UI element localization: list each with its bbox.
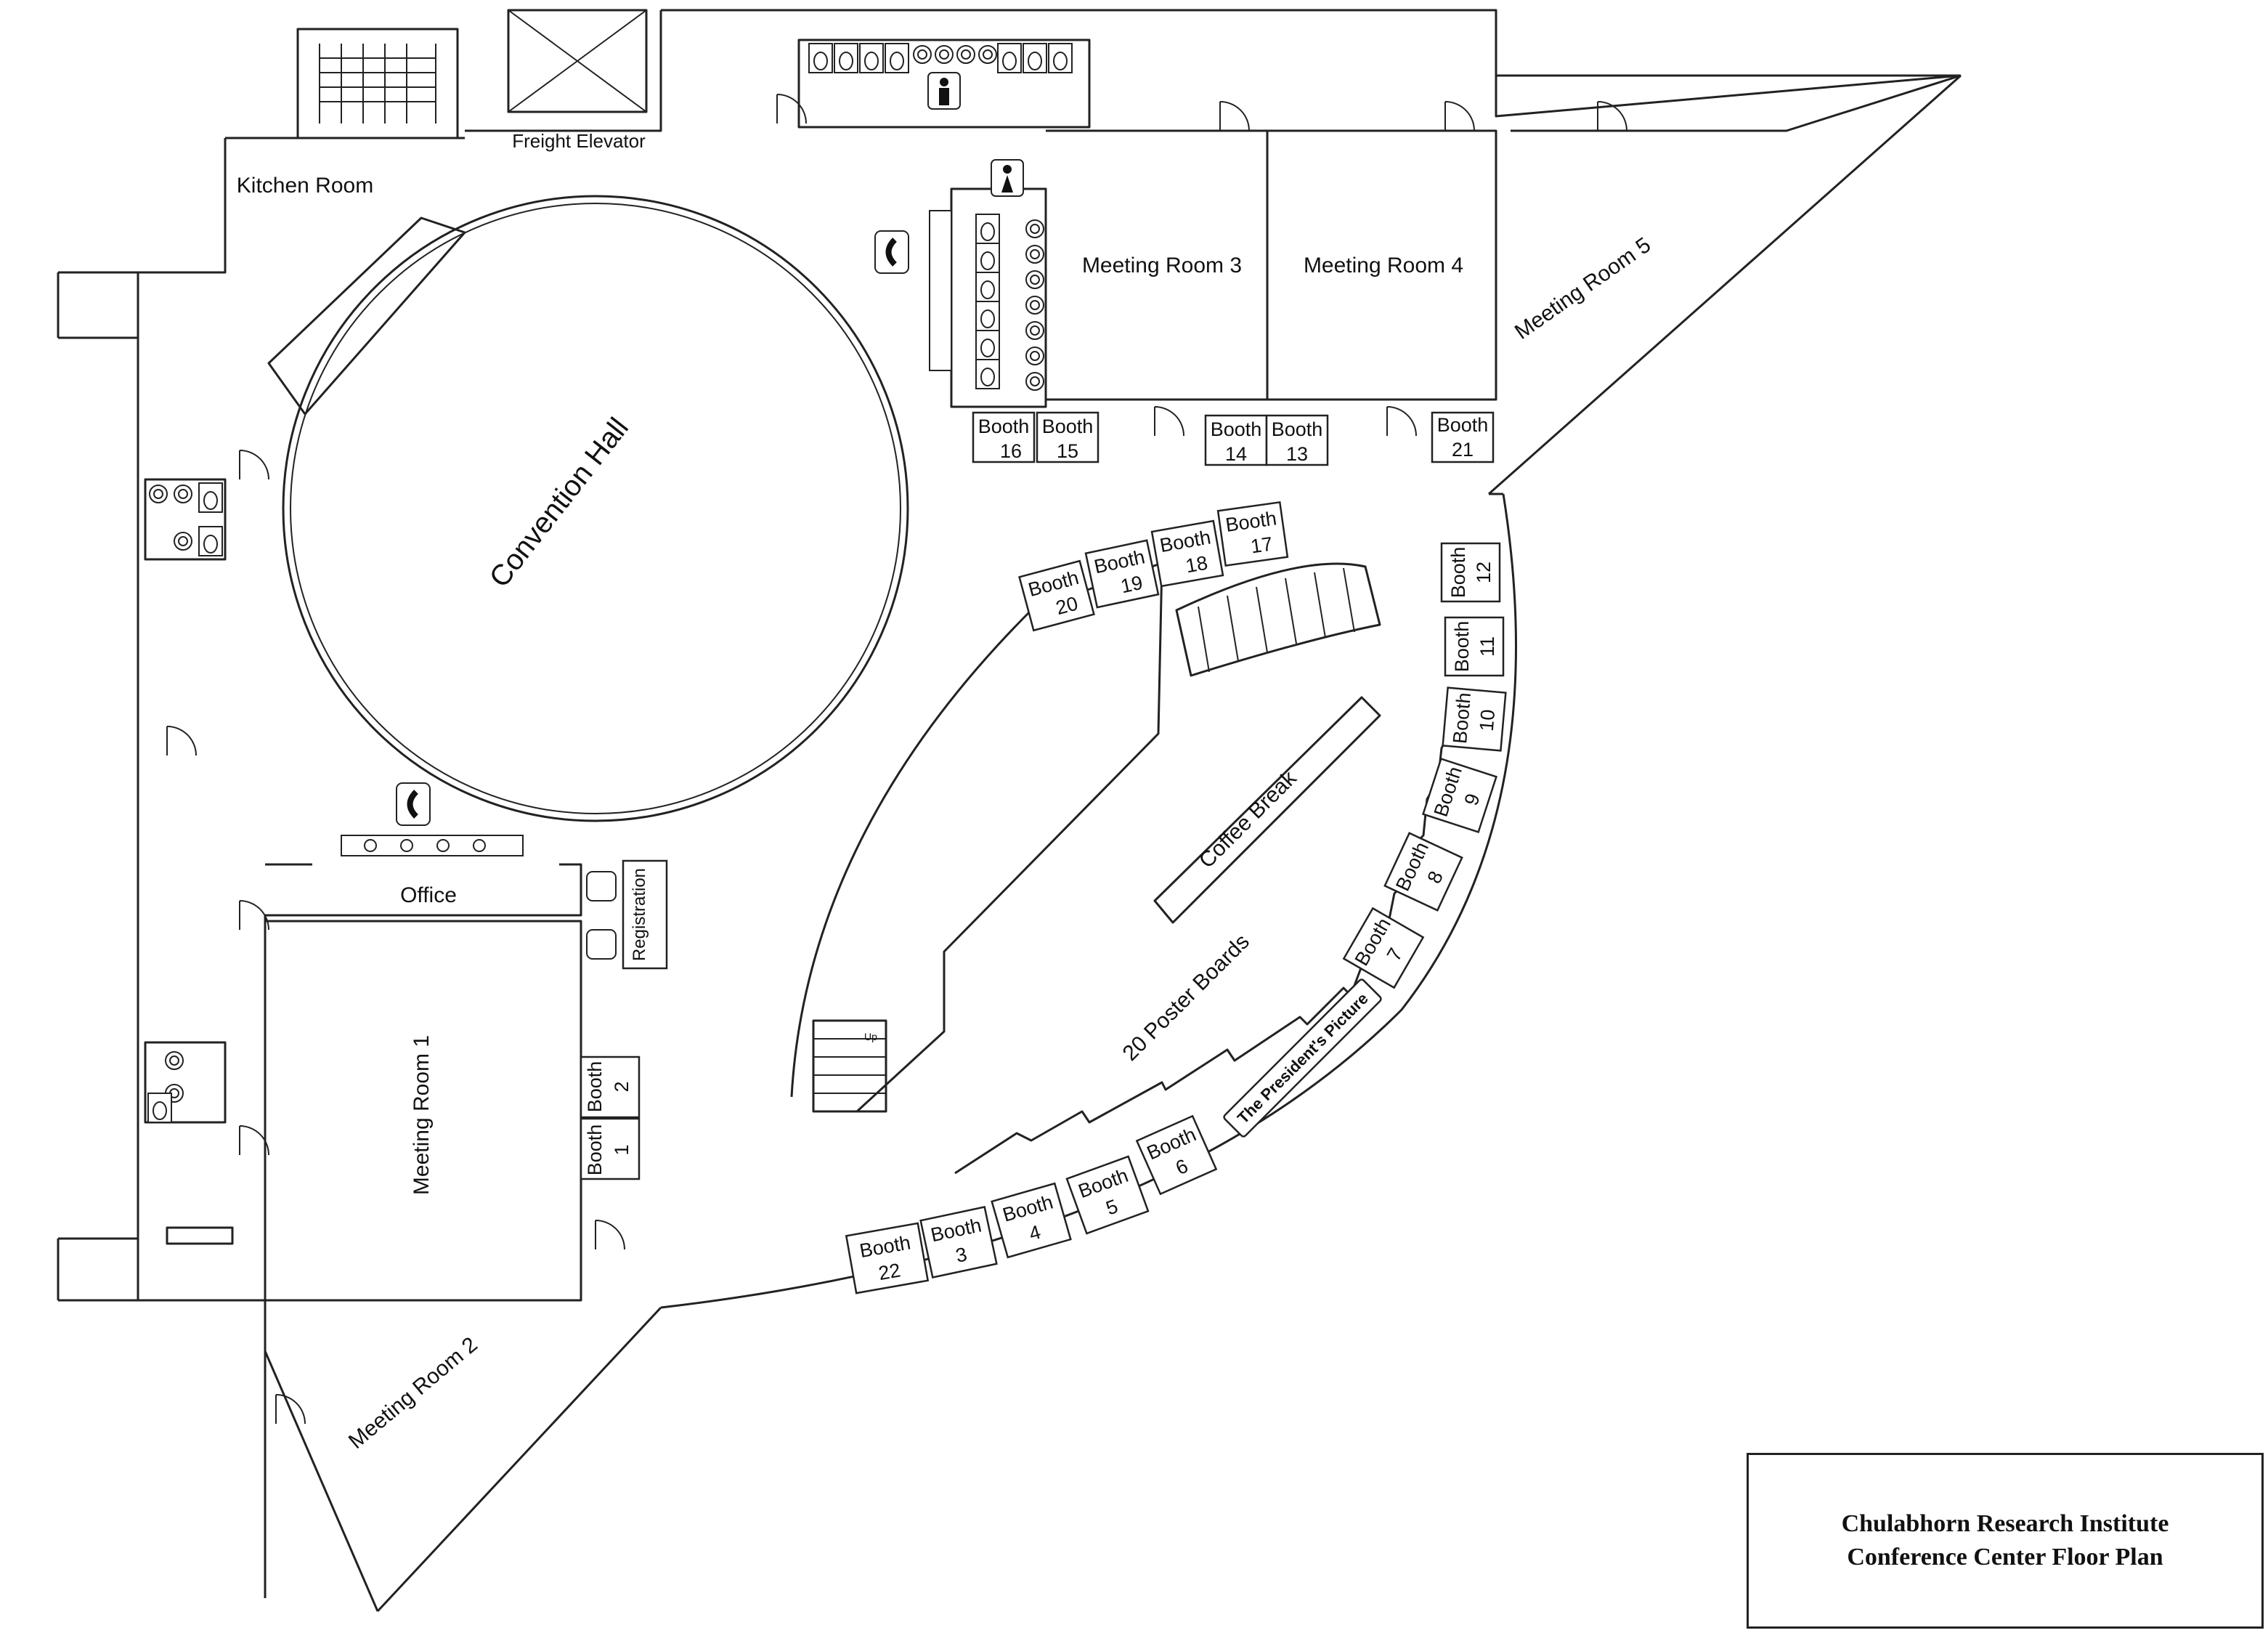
booth-label: Booth (1449, 692, 1475, 745)
booth-number: 3 (954, 1243, 969, 1266)
booth-16[interactable]: Booth 16 (972, 411, 1036, 463)
presidents-picture-label: The President's Picture (1234, 989, 1372, 1127)
meeting-room-1-label: Meeting Room 1 (410, 1035, 434, 1195)
booths: Booth 1 Booth 2 Booth 22 Booth 3 Booth 4 (580, 411, 1507, 1294)
booth-label: Booth (584, 1061, 606, 1113)
door-icon (166, 94, 1627, 1425)
west-restroom (144, 478, 234, 1245)
stairs-icon (319, 44, 436, 123)
booth-label: Booth (978, 416, 1030, 437)
booth-label: Booth (1042, 416, 1094, 437)
meeting-room-2-label: Meeting Room 2 (344, 1332, 482, 1454)
stairs-icon: Up (812, 562, 1381, 1113)
booth-number: 16 (1000, 440, 1022, 462)
meeting-room-4: Meeting Room 4 (1267, 129, 1497, 401)
booth-10[interactable]: Booth 10 (1442, 686, 1507, 752)
convention-hall-label: Convention Hall (483, 412, 635, 593)
booth-8[interactable]: Booth 8 (1383, 832, 1463, 912)
meeting-room-5-label: Meeting Room 5 (1511, 233, 1655, 344)
booth-2[interactable]: Booth 2 (580, 1055, 641, 1119)
booth-22[interactable]: Booth 22 (845, 1222, 930, 1294)
womens-restroom-icon (991, 159, 1024, 197)
toilet-icon (975, 214, 1000, 389)
booth-number: 19 (1119, 572, 1145, 598)
booth-17[interactable]: Booth 17 (1216, 501, 1289, 567)
booth-label: Booth (1272, 418, 1323, 440)
office: Office (264, 863, 582, 1300)
booth-number: 13 (1286, 443, 1308, 465)
registration-label: Registration (630, 868, 649, 961)
coffee-break: Coffee Break (1153, 696, 1381, 924)
meeting-room-2: Meeting Room 2 (344, 1332, 482, 1454)
office-label: Office (400, 883, 457, 907)
telephone-icon (874, 230, 909, 274)
meeting-room-5: Meeting Room 5 (1511, 233, 1655, 344)
booth-11[interactable]: Booth 11 (1444, 616, 1505, 677)
mens-restroom (797, 39, 1091, 129)
booth-label: Booth (1437, 414, 1489, 436)
meeting-room-4-label: Meeting Room 4 (1304, 254, 1463, 277)
convention-hall: Convention Hall (267, 195, 909, 822)
booth-number: 15 (1057, 440, 1078, 462)
booth-20[interactable]: Booth 20 (1018, 559, 1095, 632)
registration-desk: Registration (586, 859, 668, 970)
stairs-up-label: Up (864, 1031, 877, 1042)
presidents-picture: The President's Picture (1223, 978, 1382, 1138)
building-walls (57, 9, 1962, 1613)
booth-21[interactable]: Booth 21 (1431, 411, 1495, 463)
booth-number: 12 (1473, 562, 1495, 583)
booth-number: 2 (611, 1081, 633, 1092)
booth-number: 21 (1452, 439, 1474, 461)
booth-number: 22 (877, 1259, 902, 1284)
booth-number: 10 (1476, 708, 1500, 732)
booth-number: 17 (1249, 532, 1274, 557)
booth-5[interactable]: Booth 5 (1065, 1155, 1150, 1235)
booth-label: Booth (1451, 621, 1473, 673)
booth-label: Booth (1211, 418, 1262, 440)
booth-13[interactable]: Booth 13 (1265, 414, 1329, 466)
booth-14[interactable]: Booth 14 (1204, 414, 1268, 466)
booth-3[interactable]: Booth 3 (919, 1206, 998, 1279)
booth-number: 11 (1476, 636, 1498, 657)
booth-number: 1 (611, 1144, 633, 1155)
title-block: Chulabhorn Research Institute Conference… (1747, 1453, 2264, 1629)
booth-1[interactable]: Booth 1 (580, 1117, 641, 1180)
meeting-room-3: Meeting Room 3 (1046, 129, 1269, 401)
booth-12[interactable]: Booth 12 (1440, 542, 1501, 603)
booth-9[interactable]: Booth 9 (1422, 758, 1497, 833)
freight-elevator-label: Freight Elevator (512, 130, 646, 152)
booth-number: 18 (1184, 552, 1209, 578)
poster-boards-label: 20 Poster Boards (1118, 930, 1254, 1066)
womens-restroom (929, 159, 1047, 408)
kitchen-room-label: Kitchen Room (237, 174, 373, 198)
mens-restroom-icon (927, 72, 961, 110)
meeting-room-3-label: Meeting Room 3 (1082, 254, 1242, 277)
booth-7[interactable]: Booth 7 (1342, 907, 1425, 989)
booth-4[interactable]: Booth 4 (991, 1182, 1072, 1259)
booth-label: Booth (1447, 547, 1469, 599)
booth-label: Booth (584, 1125, 606, 1176)
booth-19[interactable]: Booth 19 (1084, 539, 1160, 609)
title-line-1: Chulabhorn Research Institute (1841, 1510, 2169, 1537)
coffee-break-label: Coffee Break (1195, 766, 1301, 872)
telephone-icon (341, 782, 524, 856)
booth-15[interactable]: Booth 15 (1036, 411, 1100, 463)
booth-18[interactable]: Booth 18 (1150, 519, 1224, 588)
booth-number: 14 (1225, 443, 1247, 465)
title-line-2: Conference Center Floor Plan (1847, 1544, 2163, 1571)
meeting-room-1: Meeting Room 1 (265, 920, 582, 1302)
